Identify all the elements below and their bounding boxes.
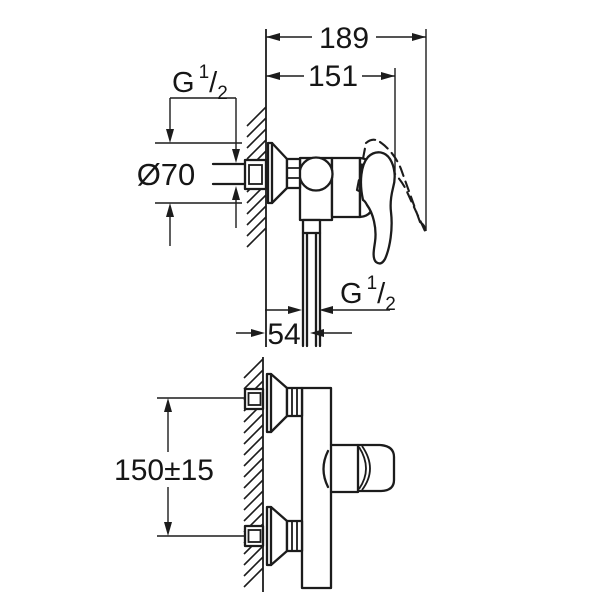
- dim-rosette-arrow-top: [166, 129, 174, 143]
- inlet-pipe-stub: [211, 162, 247, 186]
- union-nut-upper: [243, 387, 265, 411]
- dim-151-label: 151: [308, 60, 358, 93]
- dim-inlet-thread-arrow-top: [232, 149, 240, 163]
- dimensions-front: 150±15: [114, 397, 245, 537]
- union-collar-upper-threads: [291, 388, 298, 416]
- union-collar-threads: [287, 167, 300, 179]
- dim-150-extension-lines: [157, 397, 245, 537]
- dim-189-label: 189: [319, 22, 369, 55]
- shower-mixer-front: [243, 372, 396, 590]
- ball-joint: [298, 156, 334, 192]
- dim-rosette-arrow-bottom: [166, 203, 174, 217]
- mixer-body-bar: [300, 386, 333, 590]
- inlet-union-nut: [243, 158, 268, 191]
- dim-189-arrow-left: [266, 33, 280, 41]
- lever-dashed-outline: [355, 138, 427, 233]
- union-collar-lower: [285, 519, 304, 553]
- outlet-collar: [301, 218, 322, 235]
- dim-189-arrow-right: [412, 33, 426, 41]
- cartridge-housing: [330, 156, 362, 219]
- outlet-pipe: [301, 231, 322, 348]
- union-nut-upper-face: [247, 392, 262, 406]
- dim-54-label: 54: [267, 318, 300, 351]
- dim-151-arrow-left: [266, 72, 280, 80]
- lever-handle: [359, 151, 396, 265]
- dim-54-arrow-right: [310, 329, 324, 337]
- dim-150-arrow-top: [164, 398, 172, 412]
- union-collar-lower-threads: [291, 521, 298, 551]
- dim-inlet-thread-arrow-bottom: [232, 186, 240, 200]
- front-view: 150±15: [114, 357, 396, 592]
- union-nut-lower-face: [247, 529, 262, 543]
- inlet-union-nut-face: [248, 164, 263, 185]
- handle-dome-curves: [358, 445, 371, 491]
- dim-54-arrow-left: [251, 329, 265, 337]
- dim-150-arrow-bottom: [164, 522, 172, 536]
- dim-inlet-thread-leader: [155, 97, 242, 246]
- shower-mixer-side: [211, 138, 427, 348]
- body-contour-arc: [322, 449, 330, 489]
- dim-outlet-thread-arrow-right: [319, 306, 333, 314]
- handle-dome: [356, 443, 396, 493]
- dim-151-arrow-right: [381, 72, 395, 80]
- union-collar-upper: [285, 386, 304, 418]
- lever-handle-alt-position: [355, 138, 427, 233]
- connection-distance-label: 150±15: [114, 454, 214, 487]
- union-collar: [285, 157, 302, 190]
- rosette-diameter-label: Ø70: [137, 157, 196, 192]
- cartridge-neck: [329, 443, 360, 494]
- dim-outlet-thread-arrow-left: [288, 306, 302, 314]
